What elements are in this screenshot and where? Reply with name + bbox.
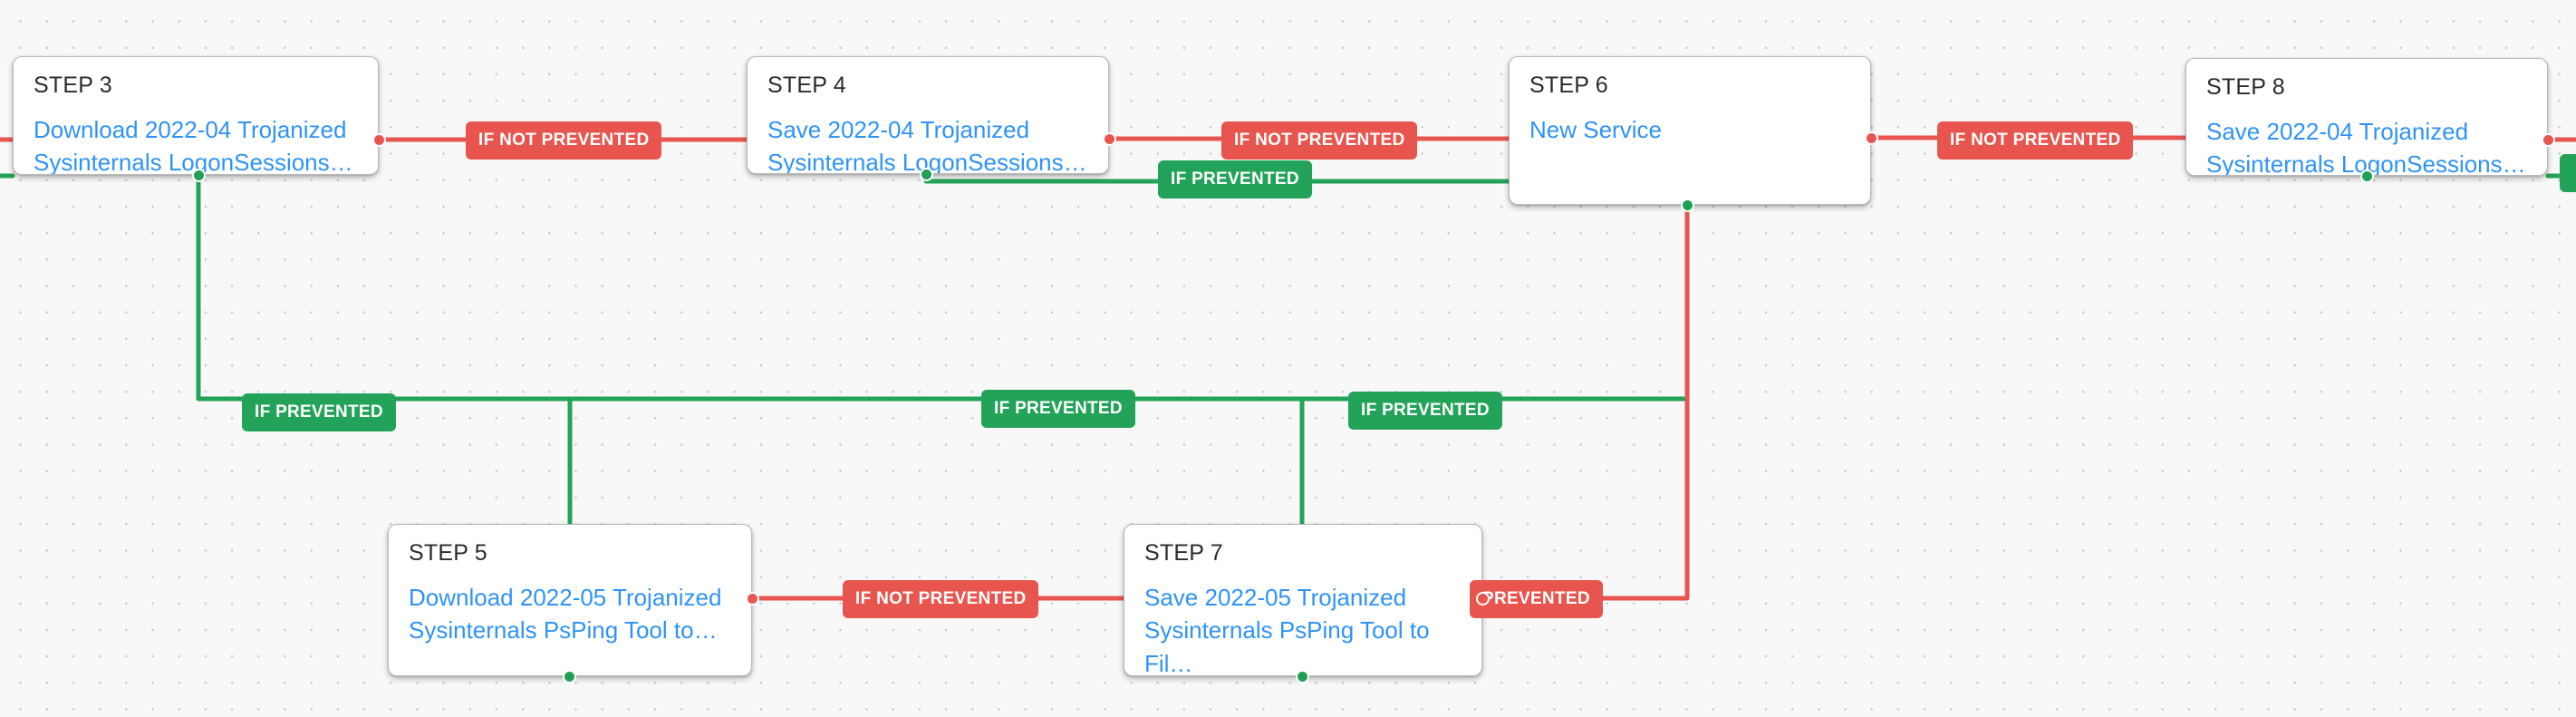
p-step8-bottom-port[interactable]	[2359, 169, 2374, 183]
node-title-link[interactable]: New Service	[1529, 115, 1662, 143]
edge-badge-b1[interactable]: IF NOT PREVENTED	[466, 121, 662, 160]
node-step4[interactable]: STEP 4 Save 2022-04 Trojanized Sysintern…	[747, 56, 1109, 174]
node-step-label: STEP 4	[767, 73, 846, 98]
edge-e-5-7-mid[interactable]	[567, 396, 1305, 527]
p-step8-right-port[interactable]	[2541, 132, 2555, 147]
p-step6-bottom-port[interactable]	[1680, 198, 1694, 212]
edge-e-7-6-green[interactable]	[1299, 202, 1690, 402]
p-step7-right-port[interactable]	[1475, 591, 1490, 606]
edge-badge-b7[interactable]: IF PREVENTED	[1348, 392, 1502, 430]
node-title-link[interactable]: Save 2022-04 Trojanized Sysinternals Log…	[767, 115, 1087, 174]
node-step-label: STEP 5	[409, 540, 487, 566]
node-step-label: STEP 3	[34, 73, 112, 98]
node-step6[interactable]: STEP 6 New Service	[1509, 56, 1871, 205]
edge-badge-b2[interactable]: IF NOT PREVENTED	[1221, 121, 1418, 160]
p-step5-bottom-port[interactable]	[562, 669, 576, 683]
edge-badge-b6[interactable]: IF PREVENTED	[981, 390, 1135, 428]
node-title-link[interactable]: Download 2022-05 Trojanized Sysinternals…	[409, 583, 722, 644]
node-step7[interactable]: STEP 7 Save 2022-05 Trojanized Sysintern…	[1124, 524, 1482, 676]
p-step3-right-port[interactable]	[371, 132, 386, 147]
edge-badge-b10[interactable]	[2560, 154, 2576, 192]
node-step5[interactable]: STEP 5 Download 2022-05 Trojanized Sysin…	[388, 524, 752, 676]
p-step5-right-port[interactable]	[745, 591, 759, 606]
p-step4-right-port[interactable]	[1102, 131, 1116, 146]
p-step7-bottom-port[interactable]	[1295, 669, 1309, 683]
edge-e-3-5[interactable]	[196, 172, 573, 527]
node-title-link[interactable]: Download 2022-04 Trojanized Sysinternals…	[34, 115, 353, 175]
node-step-label: STEP 7	[1144, 540, 1223, 566]
edge-badge-b5[interactable]: IF PREVENTED	[242, 393, 396, 431]
node-step3[interactable]: STEP 3 Download 2022-04 Trojanized Sysin…	[13, 56, 379, 175]
edge-badge-b4[interactable]: IF NOT PREVENTED	[1937, 121, 2134, 160]
edge-badge-b3[interactable]: IF PREVENTED	[1158, 160, 1312, 199]
node-step-label: STEP 6	[1529, 73, 1608, 98]
node-step8[interactable]: STEP 8 Save 2022-04 Trojanized Sysintern…	[2185, 58, 2548, 176]
p-step3-bottom-port[interactable]	[191, 168, 206, 182]
p-step4-bottom-port[interactable]	[919, 167, 933, 181]
p-step6-right-port[interactable]	[1864, 131, 1878, 145]
node-title-link[interactable]: Save 2022-04 Trojanized Sysinternals Log…	[2206, 117, 2526, 176]
node-step-label: STEP 8	[2206, 74, 2285, 100]
edge-badge-b9[interactable]: PREVENTED	[1470, 580, 1603, 618]
edge-e-7-6-red[interactable]	[1480, 202, 1690, 601]
node-title-link[interactable]: Save 2022-05 Trojanized Sysinternals PsP…	[1144, 583, 1430, 676]
edge-badge-b8[interactable]: IF NOT PREVENTED	[843, 580, 1039, 618]
